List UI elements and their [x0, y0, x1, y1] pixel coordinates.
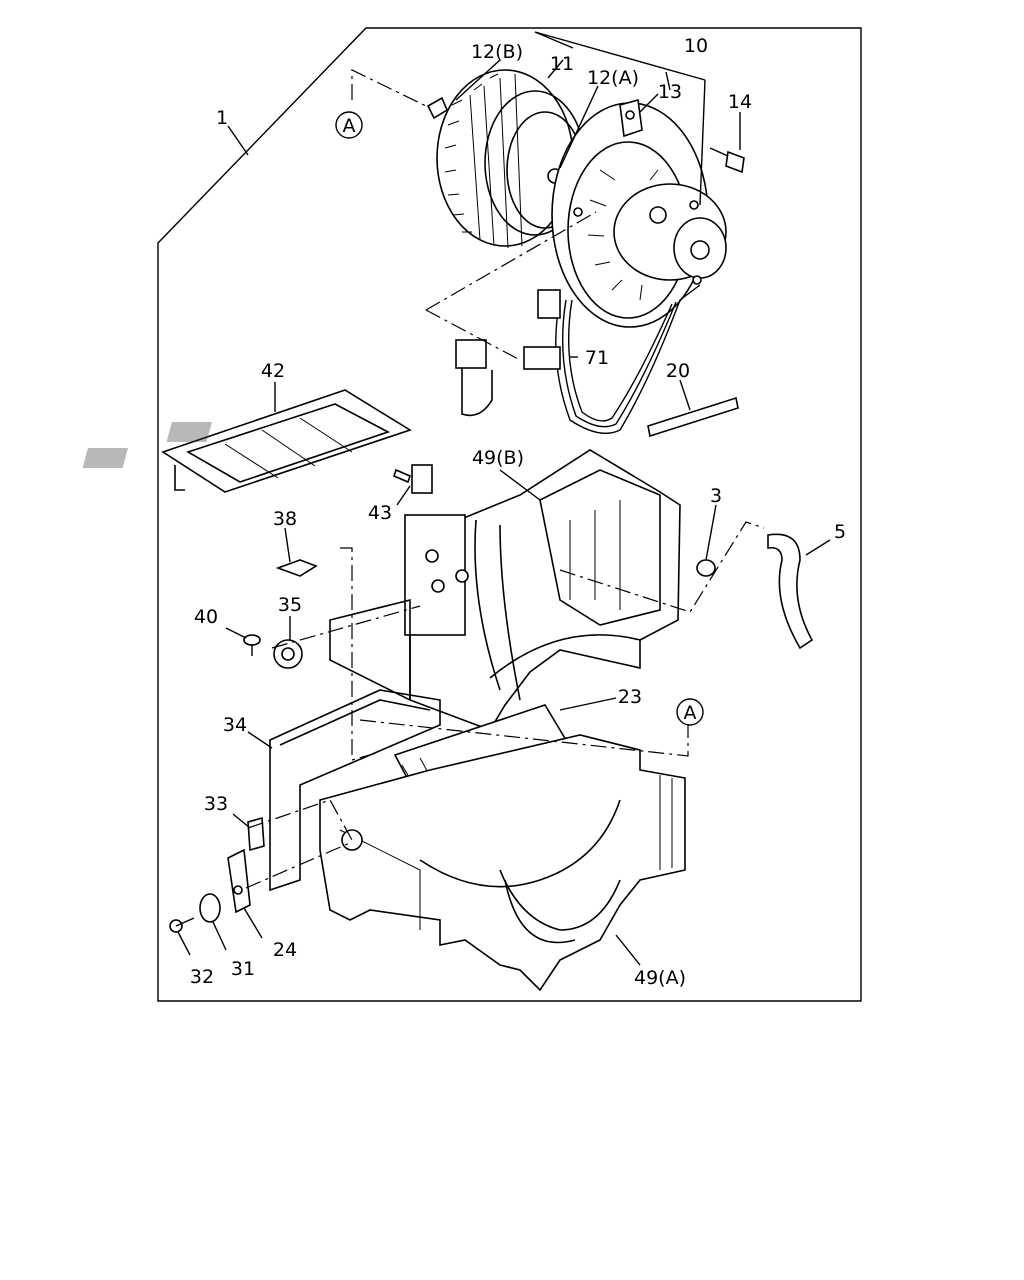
- drain-hose-5: [767, 533, 814, 650]
- clip-33: [247, 816, 265, 852]
- assembly-lines: [245, 69, 765, 889]
- reference-marker-a-top: A: [335, 111, 363, 139]
- clip-38: [275, 559, 318, 577]
- label-part-23: 23: [618, 686, 642, 708]
- clip-12b: [426, 96, 449, 120]
- label-part-35: 35: [278, 594, 302, 616]
- connector-bracket: [455, 339, 493, 417]
- grommet-35: [273, 639, 303, 669]
- label-part-38: 38: [273, 508, 297, 530]
- reference-marker-a-bottom: A: [676, 698, 704, 726]
- screw-40: [243, 634, 261, 656]
- upper-case-49b: [329, 449, 681, 731]
- label-part-40: 40: [194, 606, 218, 628]
- label-part-14: 14: [728, 91, 752, 113]
- bolt-14: [709, 147, 745, 174]
- reference-a-label: A: [343, 115, 356, 137]
- label-part-49b: 49(B): [472, 447, 524, 469]
- label-part-3: 3: [710, 485, 722, 507]
- label-part-12b: 12(B): [471, 41, 523, 63]
- link-lever-24: [227, 848, 251, 914]
- label-part-12a: 12(A): [587, 67, 639, 89]
- nut-3: [696, 559, 716, 577]
- leader-lines: [177, 31, 831, 966]
- lower-case-49a: [319, 734, 686, 992]
- diagram-frame: [157, 27, 862, 1002]
- label-part-31: 31: [231, 958, 255, 980]
- clip-43: [393, 464, 433, 494]
- label-part-24: 24: [273, 939, 297, 961]
- label-part-5: 5: [834, 521, 846, 543]
- label-part-42: 42: [261, 360, 285, 382]
- label-part-71: 71: [585, 347, 609, 369]
- label-part-1: 1: [216, 107, 228, 129]
- label-part-20: 20: [666, 360, 690, 382]
- air-filter-42: [82, 389, 412, 493]
- label-part-10: 10: [684, 35, 708, 57]
- label-part-49a: 49(A): [634, 967, 686, 989]
- label-part-11: 11: [550, 53, 574, 75]
- label-part-34: 34: [223, 714, 247, 736]
- screw-32: [169, 917, 195, 933]
- blower-motor: [523, 98, 727, 434]
- washer-31: [199, 893, 221, 923]
- reference-a-label: A: [684, 702, 697, 724]
- label-part-13: 13: [658, 81, 682, 103]
- cable-tie-20: [647, 396, 739, 438]
- part-number-labels: 1 12(B) 11 10 12(A) 13 14 71 20 42 49(B)…: [190, 35, 846, 989]
- label-part-32: 32: [190, 966, 214, 988]
- label-part-43: 43: [368, 502, 392, 524]
- label-part-33: 33: [204, 793, 228, 815]
